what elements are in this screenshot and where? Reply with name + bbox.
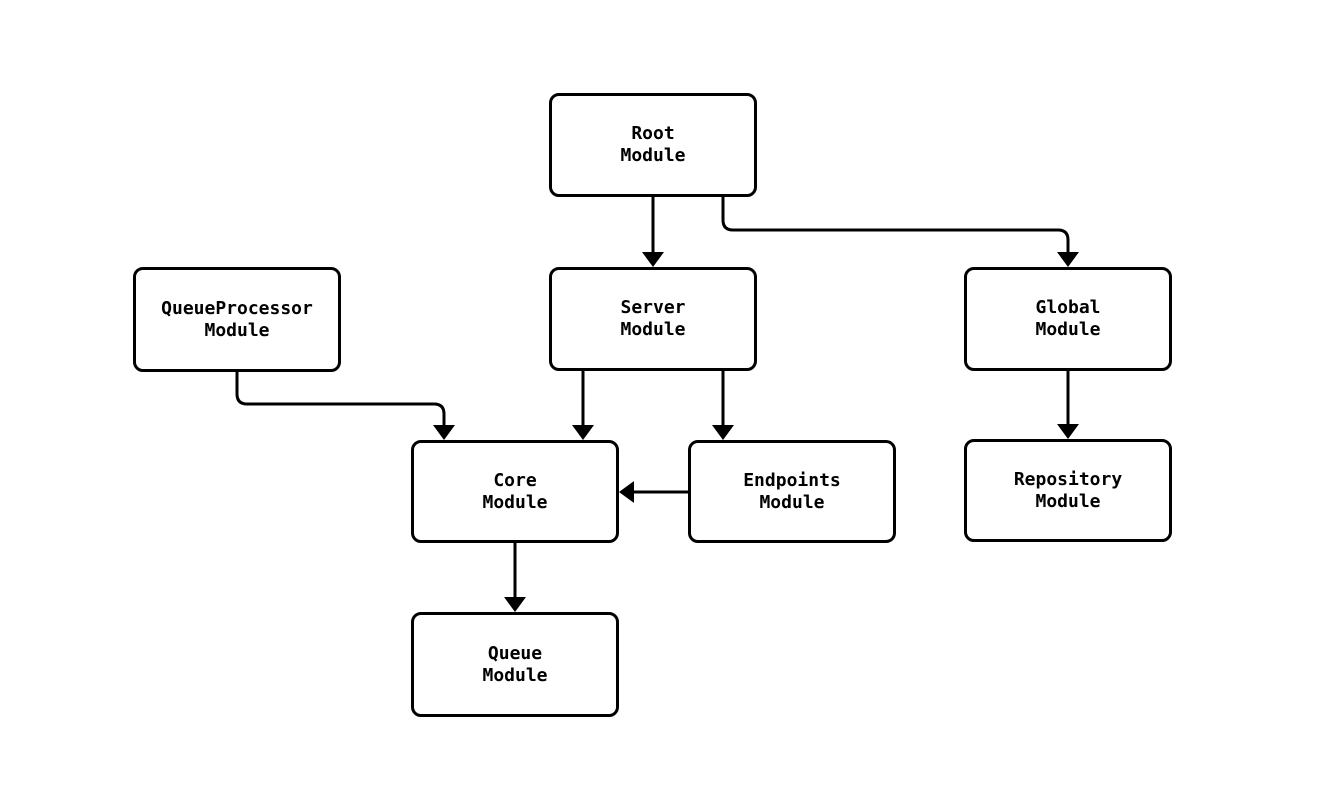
arrowhead-server-to-core xyxy=(572,425,594,440)
arrowhead-server-to-endpoints xyxy=(712,425,734,440)
node-queue-module: Queue Module xyxy=(411,612,619,717)
node-server-module: Server Module xyxy=(549,267,757,371)
arrowhead-root-to-server xyxy=(642,252,664,267)
edge-root-to-global xyxy=(721,197,1070,252)
node-repository-module: Repository Module xyxy=(964,439,1172,542)
node-global-module: Global Module xyxy=(964,267,1172,371)
arrowhead-core-to-queue xyxy=(504,597,526,612)
node-root-module: Root Module xyxy=(549,93,757,197)
node-endpoints-module: Endpoints Module xyxy=(688,440,896,543)
arrowhead-global-to-repository xyxy=(1057,424,1079,439)
node-core-module: Core Module xyxy=(411,440,619,543)
arrowhead-queueprocessor-to-core xyxy=(433,425,455,440)
node-queueprocessor-module: QueueProcessor Module xyxy=(133,267,341,372)
edge-queueprocessor-to-core xyxy=(235,372,446,425)
arrowhead-endpoints-to-core xyxy=(619,481,634,503)
arrowhead-root-to-global xyxy=(1057,252,1079,267)
